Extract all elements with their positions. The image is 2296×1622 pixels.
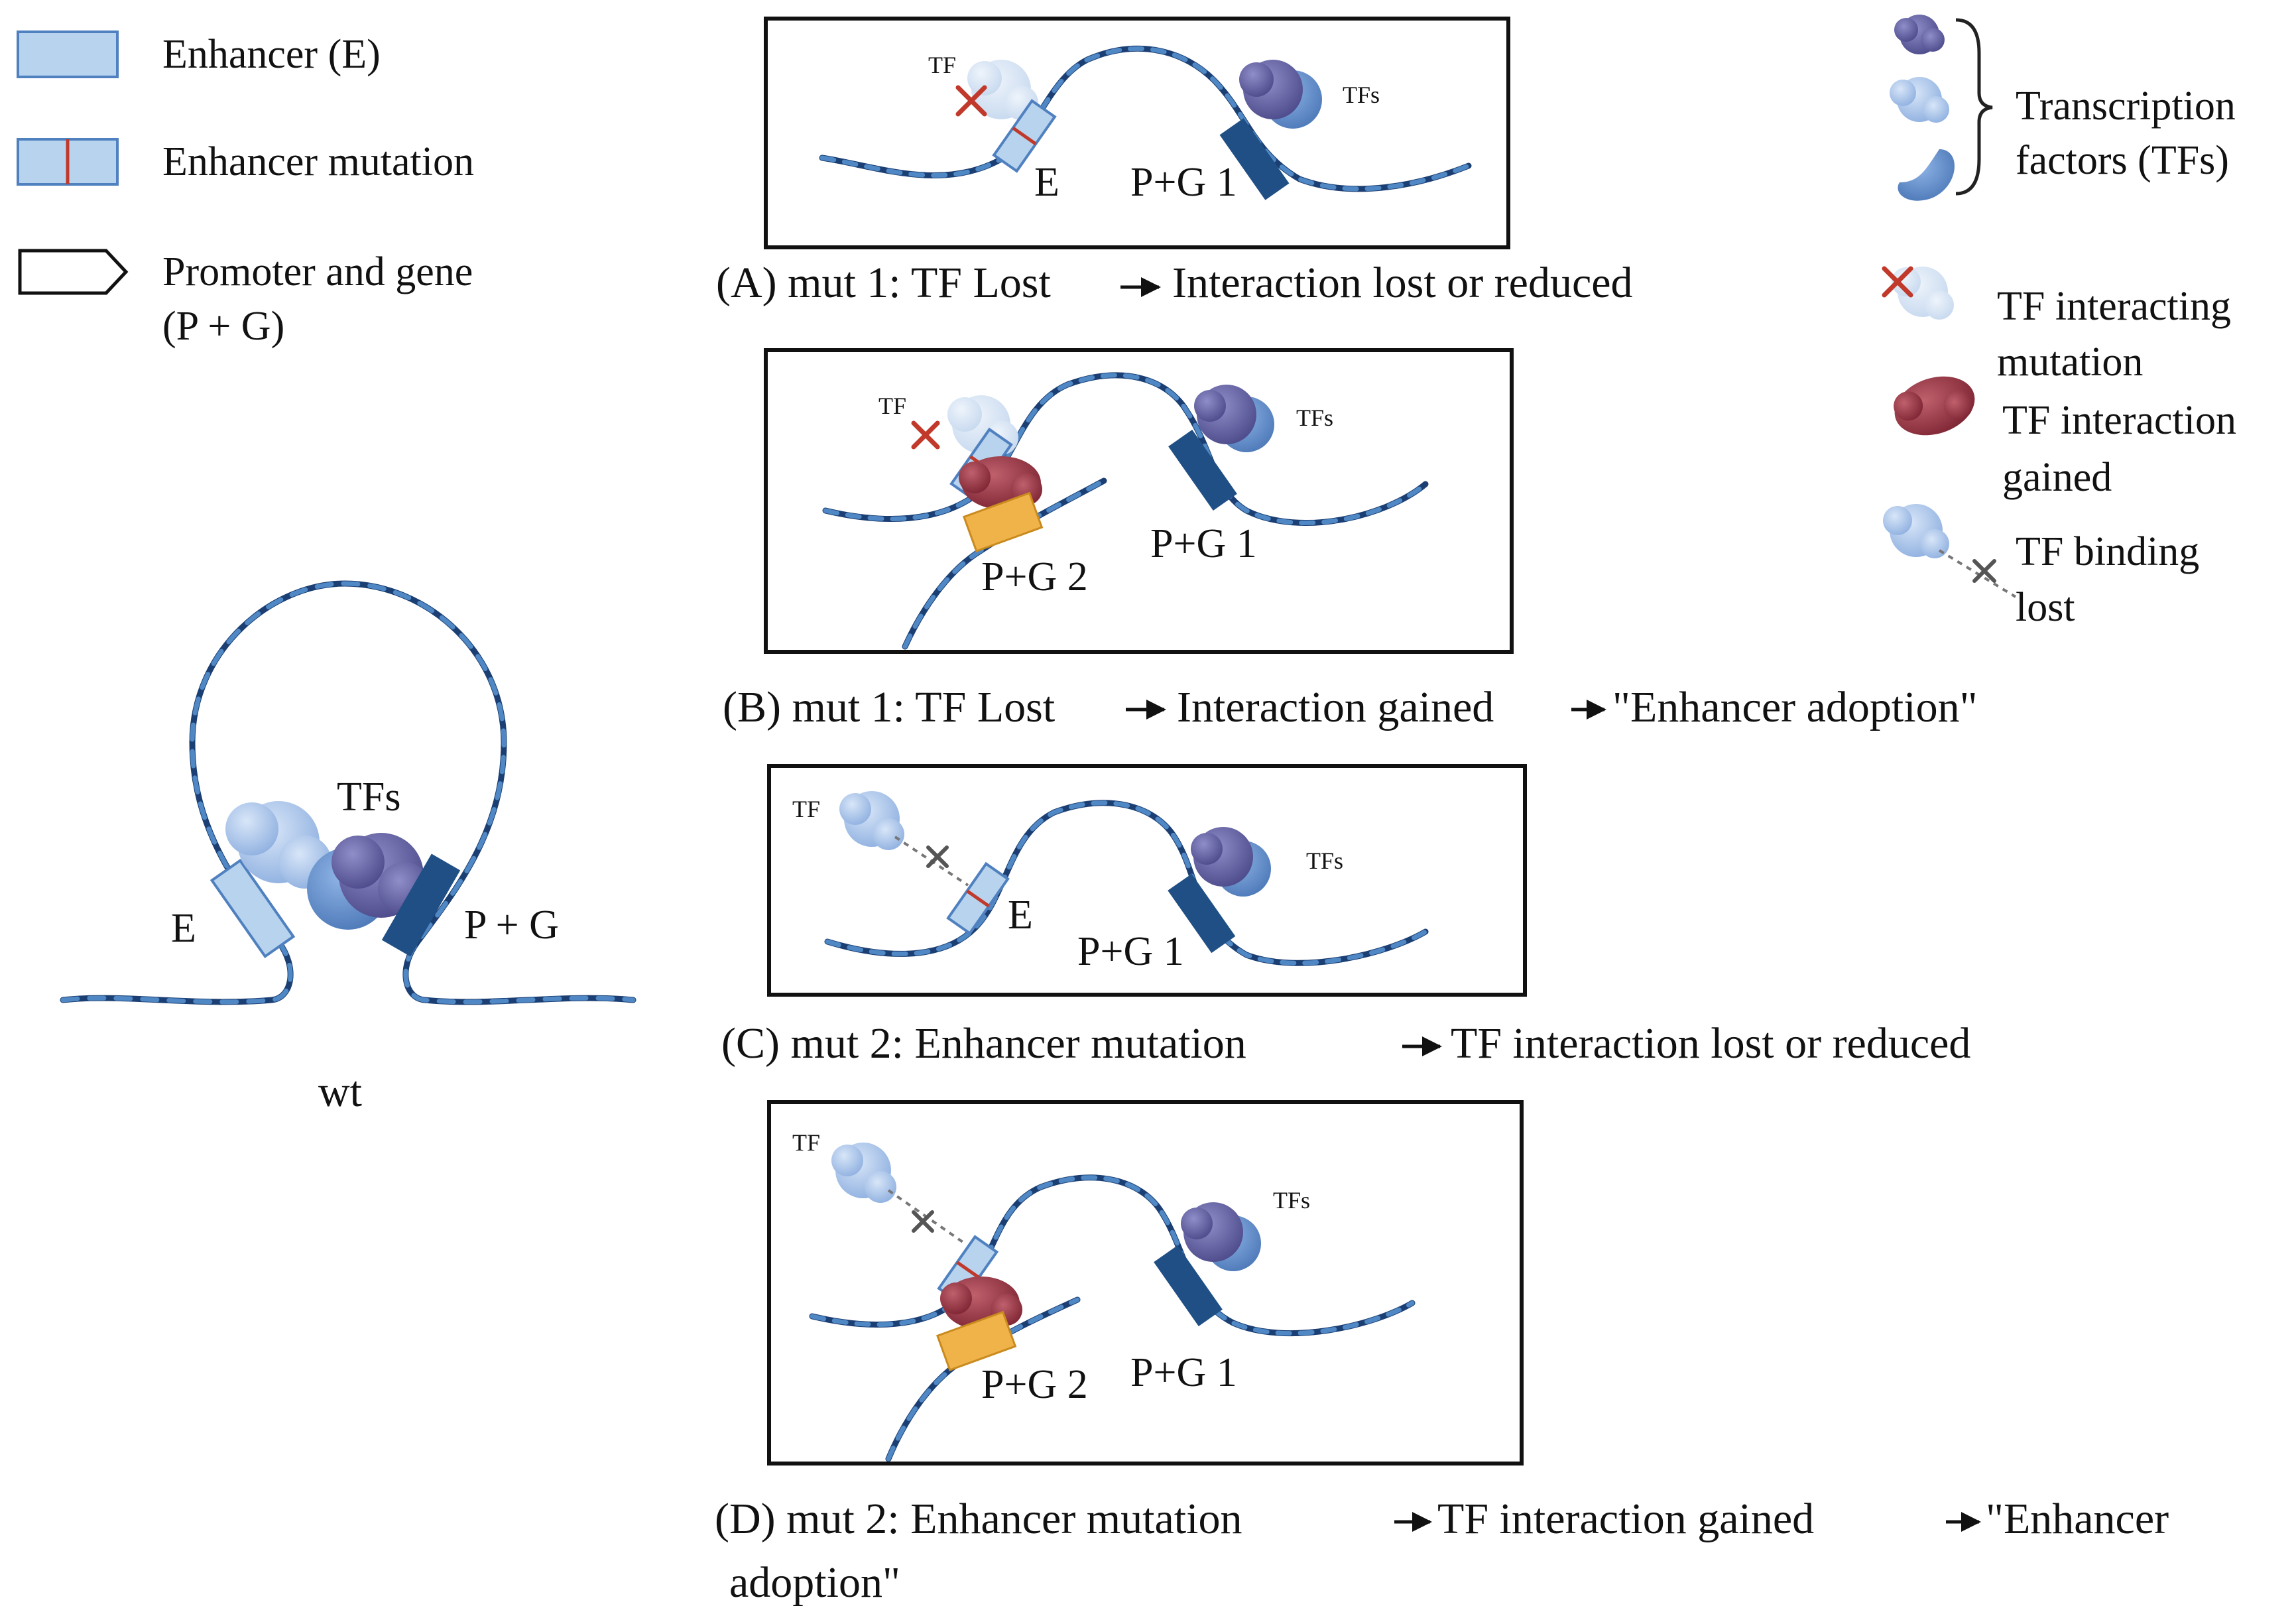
panel-d-caption-suffix: "Enhancer — [1986, 1495, 2169, 1543]
wt-tfs-label: TFs — [337, 775, 400, 820]
tf-purple-icon — [1894, 15, 1945, 54]
panel-a-promoter-gene-icon — [1219, 118, 1290, 200]
key-binding-line2: lost — [2016, 585, 2075, 630]
panel-c-pg1-label: P+G 1 — [1077, 929, 1184, 974]
panel-a-e-label: E — [1034, 160, 1059, 205]
wt-tf-purple-cluster — [332, 833, 431, 918]
panel-b-dna — [822, 372, 1429, 527]
legend-promoter-line1: Promoter and gene — [162, 249, 473, 294]
panel-a-box — [764, 17, 1510, 249]
wt-tf-light-cluster — [225, 801, 332, 889]
key-tfs-line1: Transcription — [2016, 84, 2236, 129]
panel-c-promoter-gene-icon — [1168, 873, 1236, 954]
panel-a-faint-tf — [967, 60, 1038, 120]
panel-d-tfs-label: TFs — [1273, 1187, 1310, 1214]
panel-a-tf-label: TF — [928, 52, 956, 78]
panel-a-tfs-label: TFs — [1343, 82, 1380, 108]
panel-b-tf-cluster — [1194, 385, 1274, 452]
panel-d-caption-line2: adoption" — [729, 1558, 900, 1607]
panel-a-tf-cluster — [1239, 60, 1322, 129]
panel-a-mutated-enhancer — [992, 99, 1057, 173]
panel-d: TF TFs P+G 2 P+G 1 (D) mut 2: Enhancer m… — [715, 1100, 2169, 1607]
wt-caption: wt — [318, 1068, 362, 1116]
panel-c-box — [767, 764, 1527, 997]
wt-dna-strand-2 — [60, 581, 636, 1005]
key-interacting-line2: mutation — [1997, 340, 2143, 385]
legend-enhancer-mutation-label: Enhancer mutation — [162, 139, 474, 184]
promoter-gene-legend-icon — [18, 249, 129, 295]
panel-d-pg2-label: P+G 2 — [981, 1362, 1088, 1407]
panel-d-tf-cluster — [1181, 1202, 1261, 1271]
panel-b: TF TFs P+G 2 P+G 1 (B) mut 1: TF Lost In… — [723, 348, 1978, 731]
panel-d-pg2-icon — [936, 1310, 1017, 1372]
panel-a-dna-2 — [819, 46, 1471, 192]
panel-d-caption-middle: TF interaction gained — [1437, 1495, 1814, 1543]
panel-b-pg1-label: P+G 1 — [1150, 521, 1257, 566]
panel-d-box — [767, 1100, 1524, 1466]
panel-c-caption-prefix: (C) mut 2: Enhancer mutation — [721, 1019, 1246, 1068]
legend-promoter-line2: (P + G) — [162, 304, 284, 349]
key-interacting-line1: TF interacting — [1997, 284, 2231, 329]
panel-b-pg2-label: P+G 2 — [981, 554, 1088, 599]
panel-c-tf-label: TF — [792, 796, 820, 822]
panel-c-e-label: E — [1008, 893, 1033, 938]
panel-c-tf-unbound — [839, 791, 904, 850]
key: Transcription factors (TFs) TF interacti… — [1882, 15, 2236, 630]
panel-c-mutated-enhancer — [946, 861, 1010, 936]
tf-binding-lost-icon — [1883, 504, 2017, 598]
panel-d-dna — [809, 1174, 1416, 1337]
key-gained-line1: TF interaction — [2002, 398, 2236, 443]
wt-diagram: TFs E P + G wt — [60, 580, 636, 1116]
tf-interaction-gained-icon — [1894, 376, 1975, 436]
tf-bean-icon — [1898, 149, 1955, 201]
key-gained-line2: gained — [2002, 455, 2112, 500]
wt-pg-label: P + G — [464, 903, 559, 948]
legend-enhancer-label: Enhancer (E) — [162, 32, 381, 77]
panel-a-caption-prefix: (A) mut 1: TF Lost — [716, 259, 1051, 307]
panel-b-caption-prefix: (B) mut 1: TF Lost — [723, 683, 1055, 731]
legend: Enhancer (E) Enhancer mutation Promoter … — [17, 31, 474, 349]
panel-c-tfs-label: TFs — [1306, 847, 1343, 874]
panel-d-tf-label: TF — [792, 1129, 820, 1156]
panel-b-box — [764, 348, 1514, 654]
wt-e-label: E — [171, 906, 196, 951]
panel-b-caption-middle: Interaction gained — [1177, 683, 1494, 731]
brace-icon — [1955, 18, 1993, 196]
panel-c-caption-suffix: TF interaction lost or reduced — [1451, 1019, 1970, 1068]
panel-b-tf-label: TF — [878, 393, 906, 419]
wt-promoter-gene-icon — [381, 853, 461, 957]
panel-b-pg2-icon — [962, 491, 1044, 553]
wt-enhancer-icon — [210, 858, 296, 959]
panel-b-tfs-label: TFs — [1296, 405, 1333, 431]
panel-b-promoter-gene-icon — [1168, 430, 1237, 511]
panel-d-promoter-gene-icon — [1154, 1245, 1223, 1326]
panel-d-caption-prefix: (D) mut 2: Enhancer mutation — [715, 1495, 1242, 1543]
panel-b-caption-suffix: "Enhancer adoption" — [1612, 683, 1978, 731]
key-tfs-line2: factors (TFs) — [2016, 138, 2229, 183]
panel-c: TF TFs E P+G 1 (C) mut 2: Enhancer mutat… — [721, 764, 1970, 1068]
panel-a: TF TFs E P+G 1 (A) mut 1: TF Lost Intera… — [716, 17, 1633, 307]
panel-c-tf-cluster — [1191, 827, 1271, 897]
enhancer-legend-icon — [17, 31, 119, 78]
panel-a-pg1-label: P+G 1 — [1130, 160, 1237, 205]
tf-interacting-mutation-icon — [1882, 266, 1954, 320]
tf-light-icon — [1890, 77, 1949, 123]
panel-d-tf-unbound — [831, 1143, 896, 1203]
panel-d-pg1-label: P+G 1 — [1130, 1350, 1237, 1395]
panel-a-caption-suffix: Interaction lost or reduced — [1172, 259, 1633, 307]
key-binding-line1: TF binding — [2016, 529, 2199, 574]
